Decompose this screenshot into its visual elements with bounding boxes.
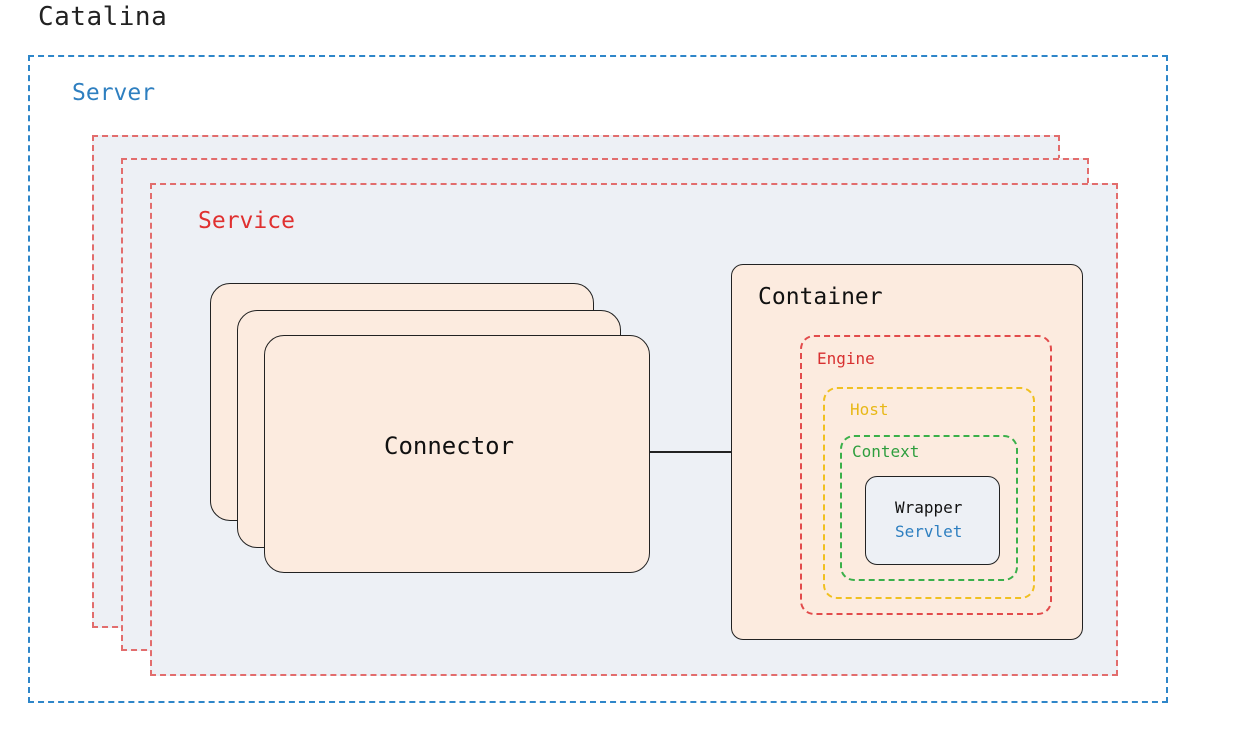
server-label: Server	[72, 80, 156, 106]
context-label: Context	[852, 442, 920, 461]
wrapper-box	[865, 476, 1000, 565]
context-box	[840, 435, 1018, 581]
connector-container-link	[650, 451, 732, 453]
engine-label: Engine	[817, 349, 875, 368]
connector-card	[264, 335, 650, 573]
host-label: Host	[850, 400, 889, 419]
service-label: Service	[198, 208, 295, 234]
wrapper-label: Wrapper	[895, 498, 963, 517]
engine-box	[800, 335, 1052, 615]
host-box	[823, 387, 1035, 599]
servlet-label: Servlet	[895, 522, 963, 541]
container-box	[731, 264, 1083, 640]
catalina-title: Catalina	[38, 2, 168, 32]
container-label: Container	[758, 284, 883, 310]
connector-label: Connector	[384, 432, 515, 460]
server-box	[28, 55, 1168, 703]
